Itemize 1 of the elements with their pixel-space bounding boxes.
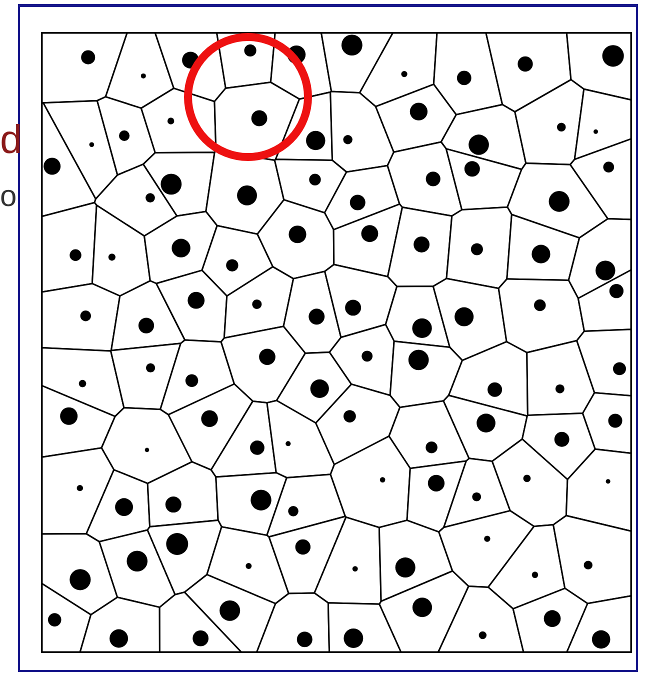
cut-off-letter: o <box>0 182 17 212</box>
